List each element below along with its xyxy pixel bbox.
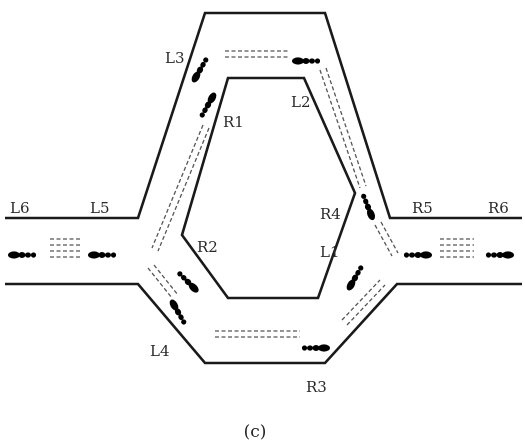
labels: L6 L5 L3 L2 R1 R4 R5 R6 R2 L1 L4 R3 (c) <box>10 49 509 442</box>
ant-icon <box>485 247 514 263</box>
figure-caption: (c) <box>244 422 267 442</box>
ant-icon <box>403 247 432 263</box>
ant-icon <box>292 53 321 69</box>
label-r3: R3 <box>306 378 327 396</box>
pheromone-trails <box>50 50 474 338</box>
outer-wall-top <box>5 11 522 220</box>
label-r2: R2 <box>197 238 218 256</box>
label-l5: L5 <box>90 199 110 217</box>
ant-icon <box>355 191 381 223</box>
ant-icon <box>301 340 330 356</box>
label-l1: L1 <box>320 243 340 261</box>
label-l3: L3 <box>165 49 185 67</box>
label-l2: L2 <box>291 93 311 111</box>
label-r1: R1 <box>223 113 244 131</box>
ant-icon <box>88 247 117 263</box>
label-r4: R4 <box>320 205 341 223</box>
ant-icon <box>164 296 192 328</box>
ants <box>8 53 514 356</box>
label-r5: R5 <box>412 199 433 217</box>
ant-icon <box>341 262 369 294</box>
ant-icon <box>172 266 204 298</box>
label-l6: L6 <box>10 199 30 217</box>
label-r6: R6 <box>488 199 509 217</box>
ant-icon <box>8 247 37 263</box>
inner-hexagon <box>180 76 357 300</box>
outer-wall-bottom <box>5 282 522 365</box>
label-l4: L4 <box>150 342 170 360</box>
